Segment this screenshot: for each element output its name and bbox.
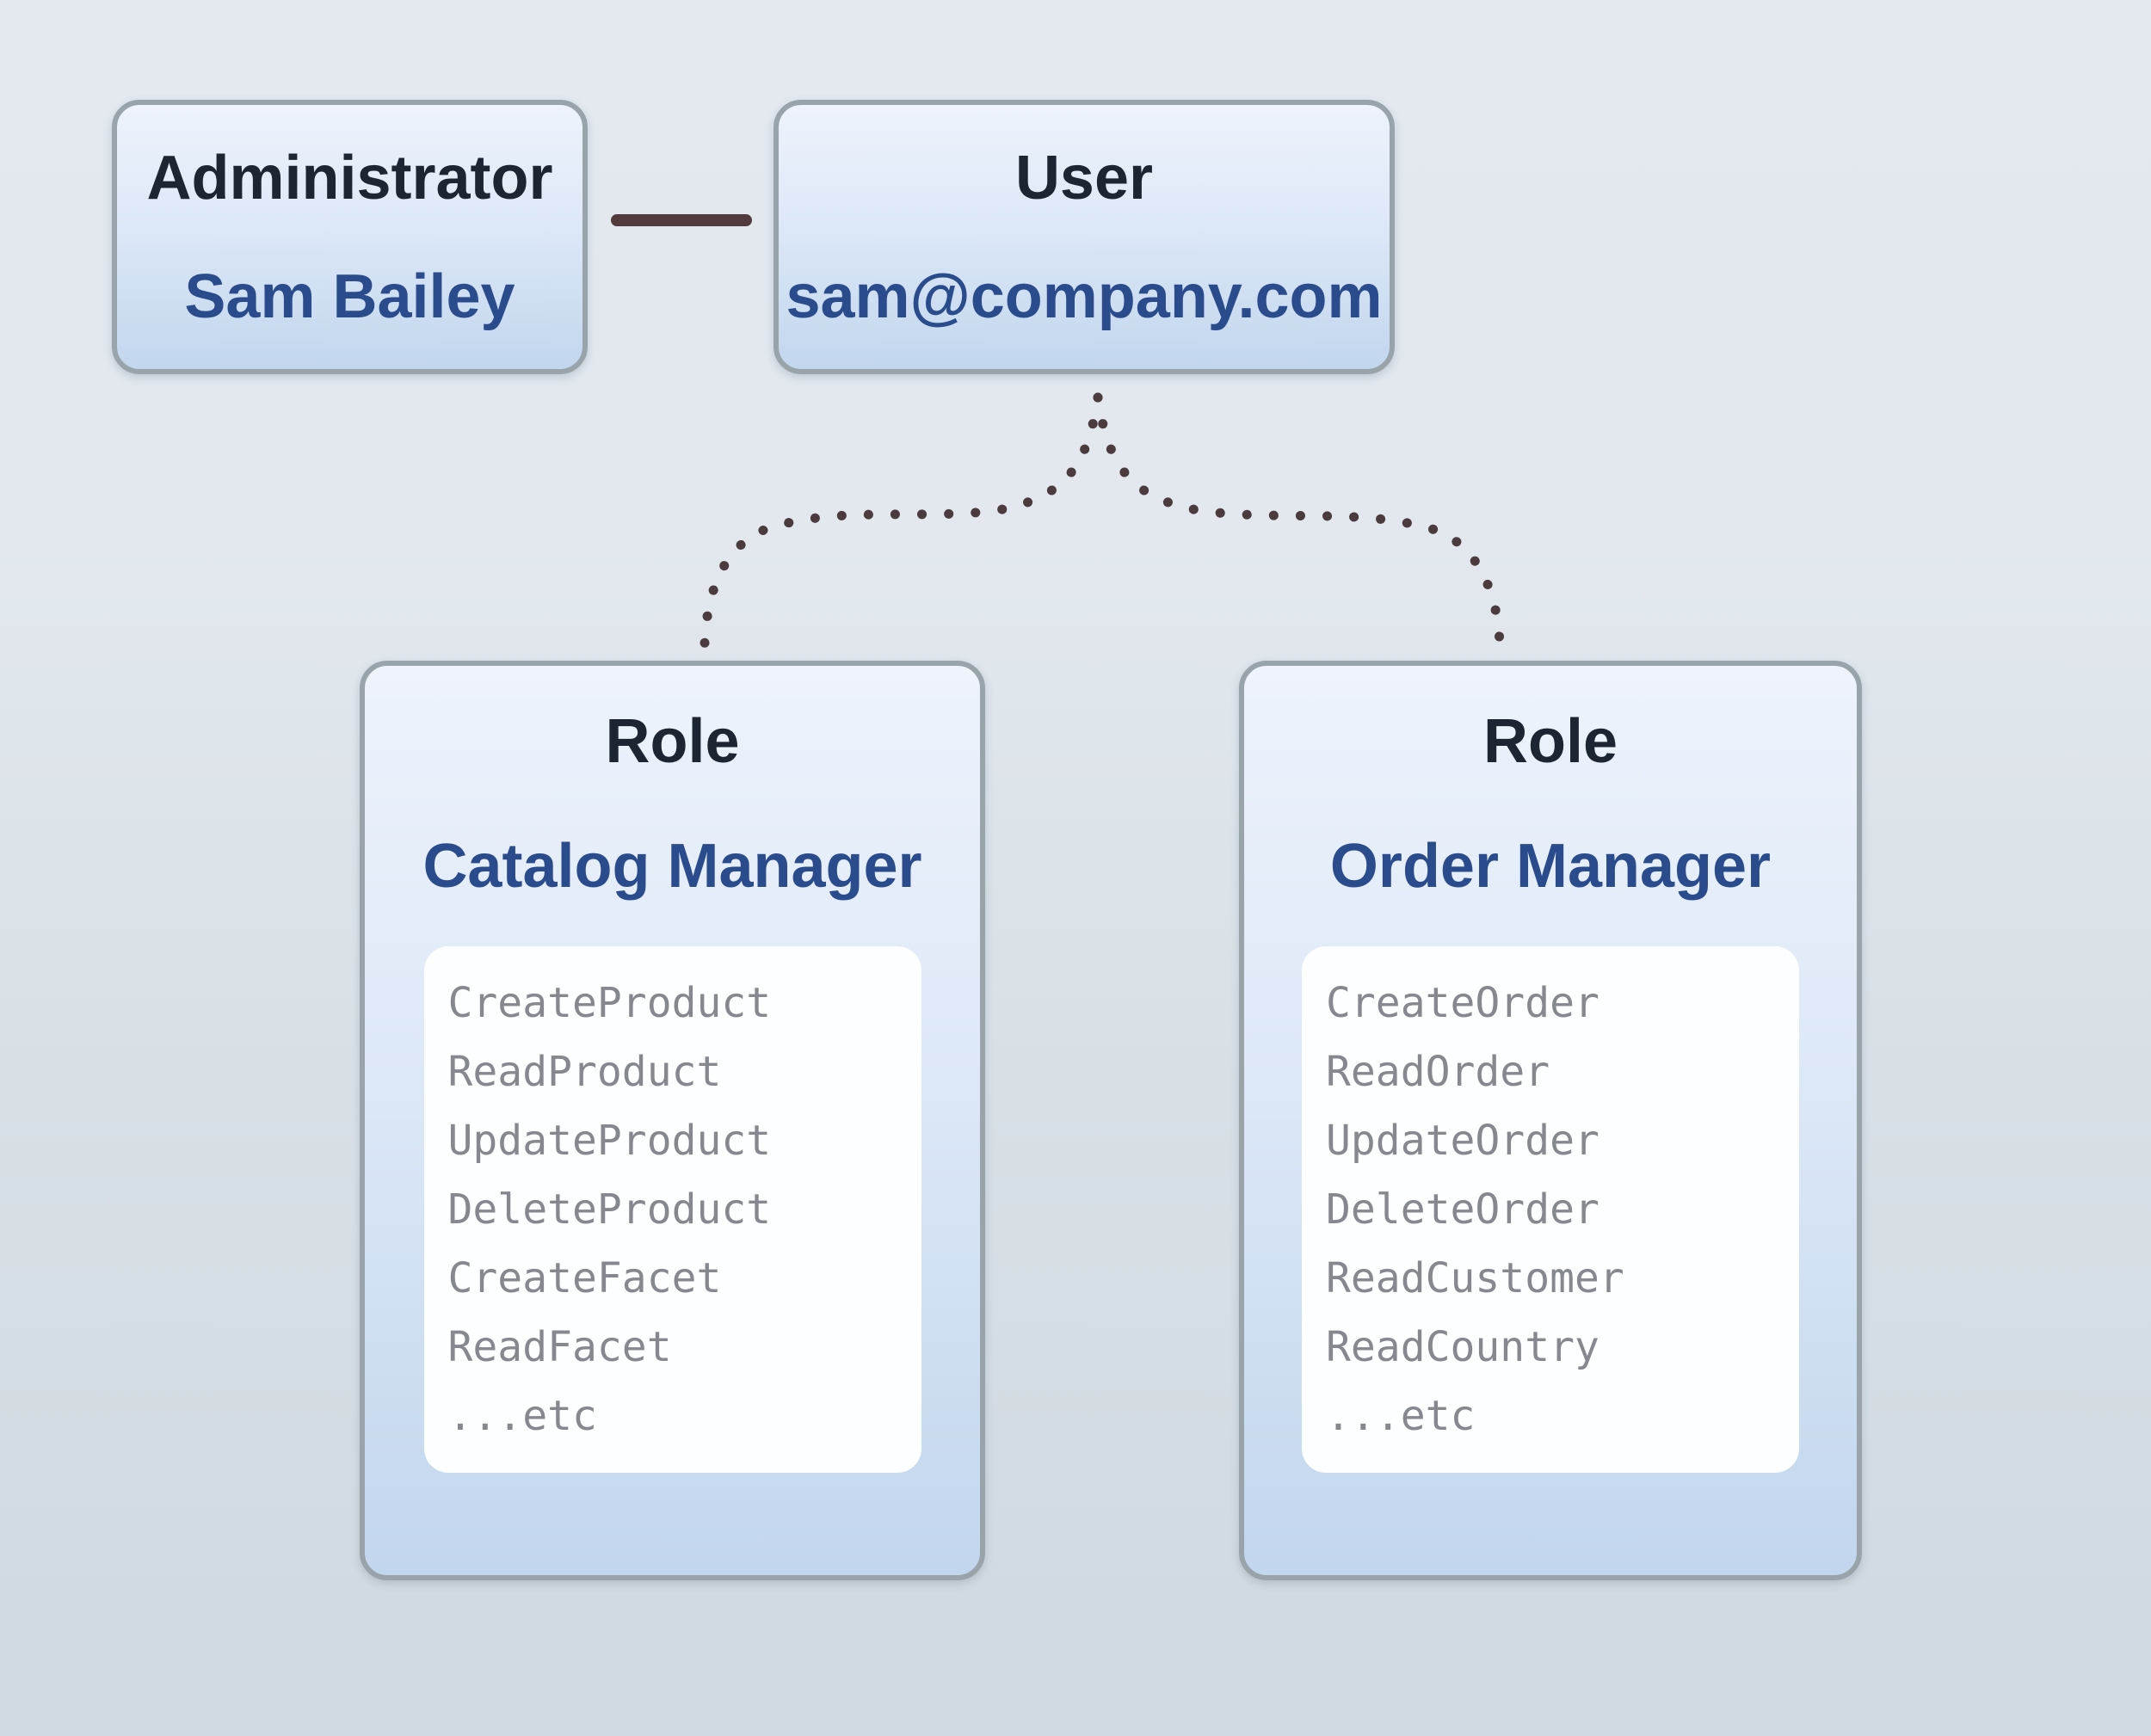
role-box-title: Role — [1482, 707, 1618, 776]
permission-item: ...etc — [1326, 1392, 1476, 1440]
permission-item: DeleteProduct — [447, 1185, 772, 1234]
user-box: User sam@company.com — [773, 100, 1395, 374]
permission-item: CreateOrder — [1326, 979, 1599, 1027]
permissions-list-catalog-manager: CreateProduct ReadProduct UpdateProduct … — [423, 946, 921, 1473]
user-order-role-dotted-link — [1093, 392, 1505, 649]
permission-item: ...etc — [447, 1392, 597, 1440]
role-name-catalog-manager: Catalog Manager — [422, 832, 922, 901]
permission-item: ReadCountry — [1326, 1323, 1599, 1371]
permission-item: ReadFacet — [447, 1323, 672, 1371]
administrator-box: Administrator Sam Bailey — [112, 100, 588, 374]
user-box-title: User — [1014, 144, 1154, 212]
permission-item: UpdateProduct — [447, 1117, 772, 1165]
permissions-list-order-manager: CreateOrder ReadOrder UpdateOrder Delete… — [1302, 946, 1799, 1473]
permission-item: ReadCustomer — [1326, 1254, 1624, 1302]
permission-item: CreateFacet — [447, 1254, 722, 1302]
permission-item: UpdateOrder — [1326, 1117, 1599, 1165]
administrator-name: Sam Bailey — [184, 262, 515, 331]
role-box-title: Role — [605, 707, 740, 776]
permission-item: ReadOrder — [1326, 1048, 1550, 1096]
user-catalog-role-dotted-link — [700, 392, 1103, 649]
permission-item: CreateProduct — [447, 979, 772, 1027]
permission-item: ReadProduct — [447, 1048, 722, 1096]
permission-item: DeleteOrder — [1326, 1185, 1599, 1234]
administrator-box-title: Administrator — [146, 144, 553, 212]
role-box-catalog-manager: Role Catalog Manager CreateProduct ReadP… — [360, 661, 985, 1580]
role-name-order-manager: Order Manager — [1329, 832, 1772, 901]
user-email: sam@company.com — [786, 262, 1383, 331]
role-box-order-manager: Role Order Manager CreateOrder ReadOrder… — [1239, 661, 1862, 1580]
